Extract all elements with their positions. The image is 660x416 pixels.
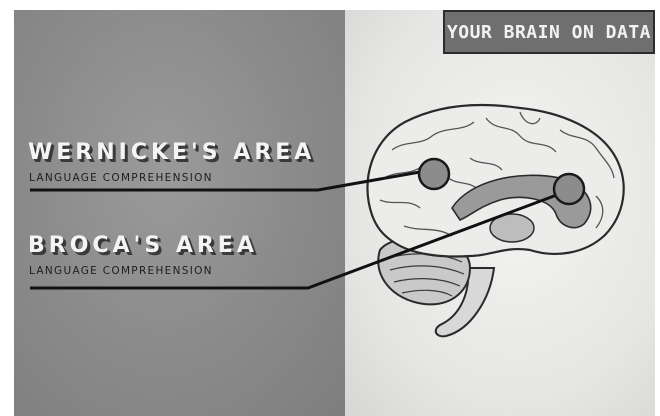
wernicke-area-description: LANGUAGE COMPREHENSION (29, 172, 213, 184)
broca-area-description: LANGUAGE COMPREHENSION (29, 265, 213, 277)
broca-area-title: BROCA'S AREA (28, 233, 258, 258)
broca-marker (554, 174, 584, 204)
wernicke-marker (419, 159, 449, 189)
wernicke-area-title: WERNICKE'S AREA (28, 140, 315, 165)
